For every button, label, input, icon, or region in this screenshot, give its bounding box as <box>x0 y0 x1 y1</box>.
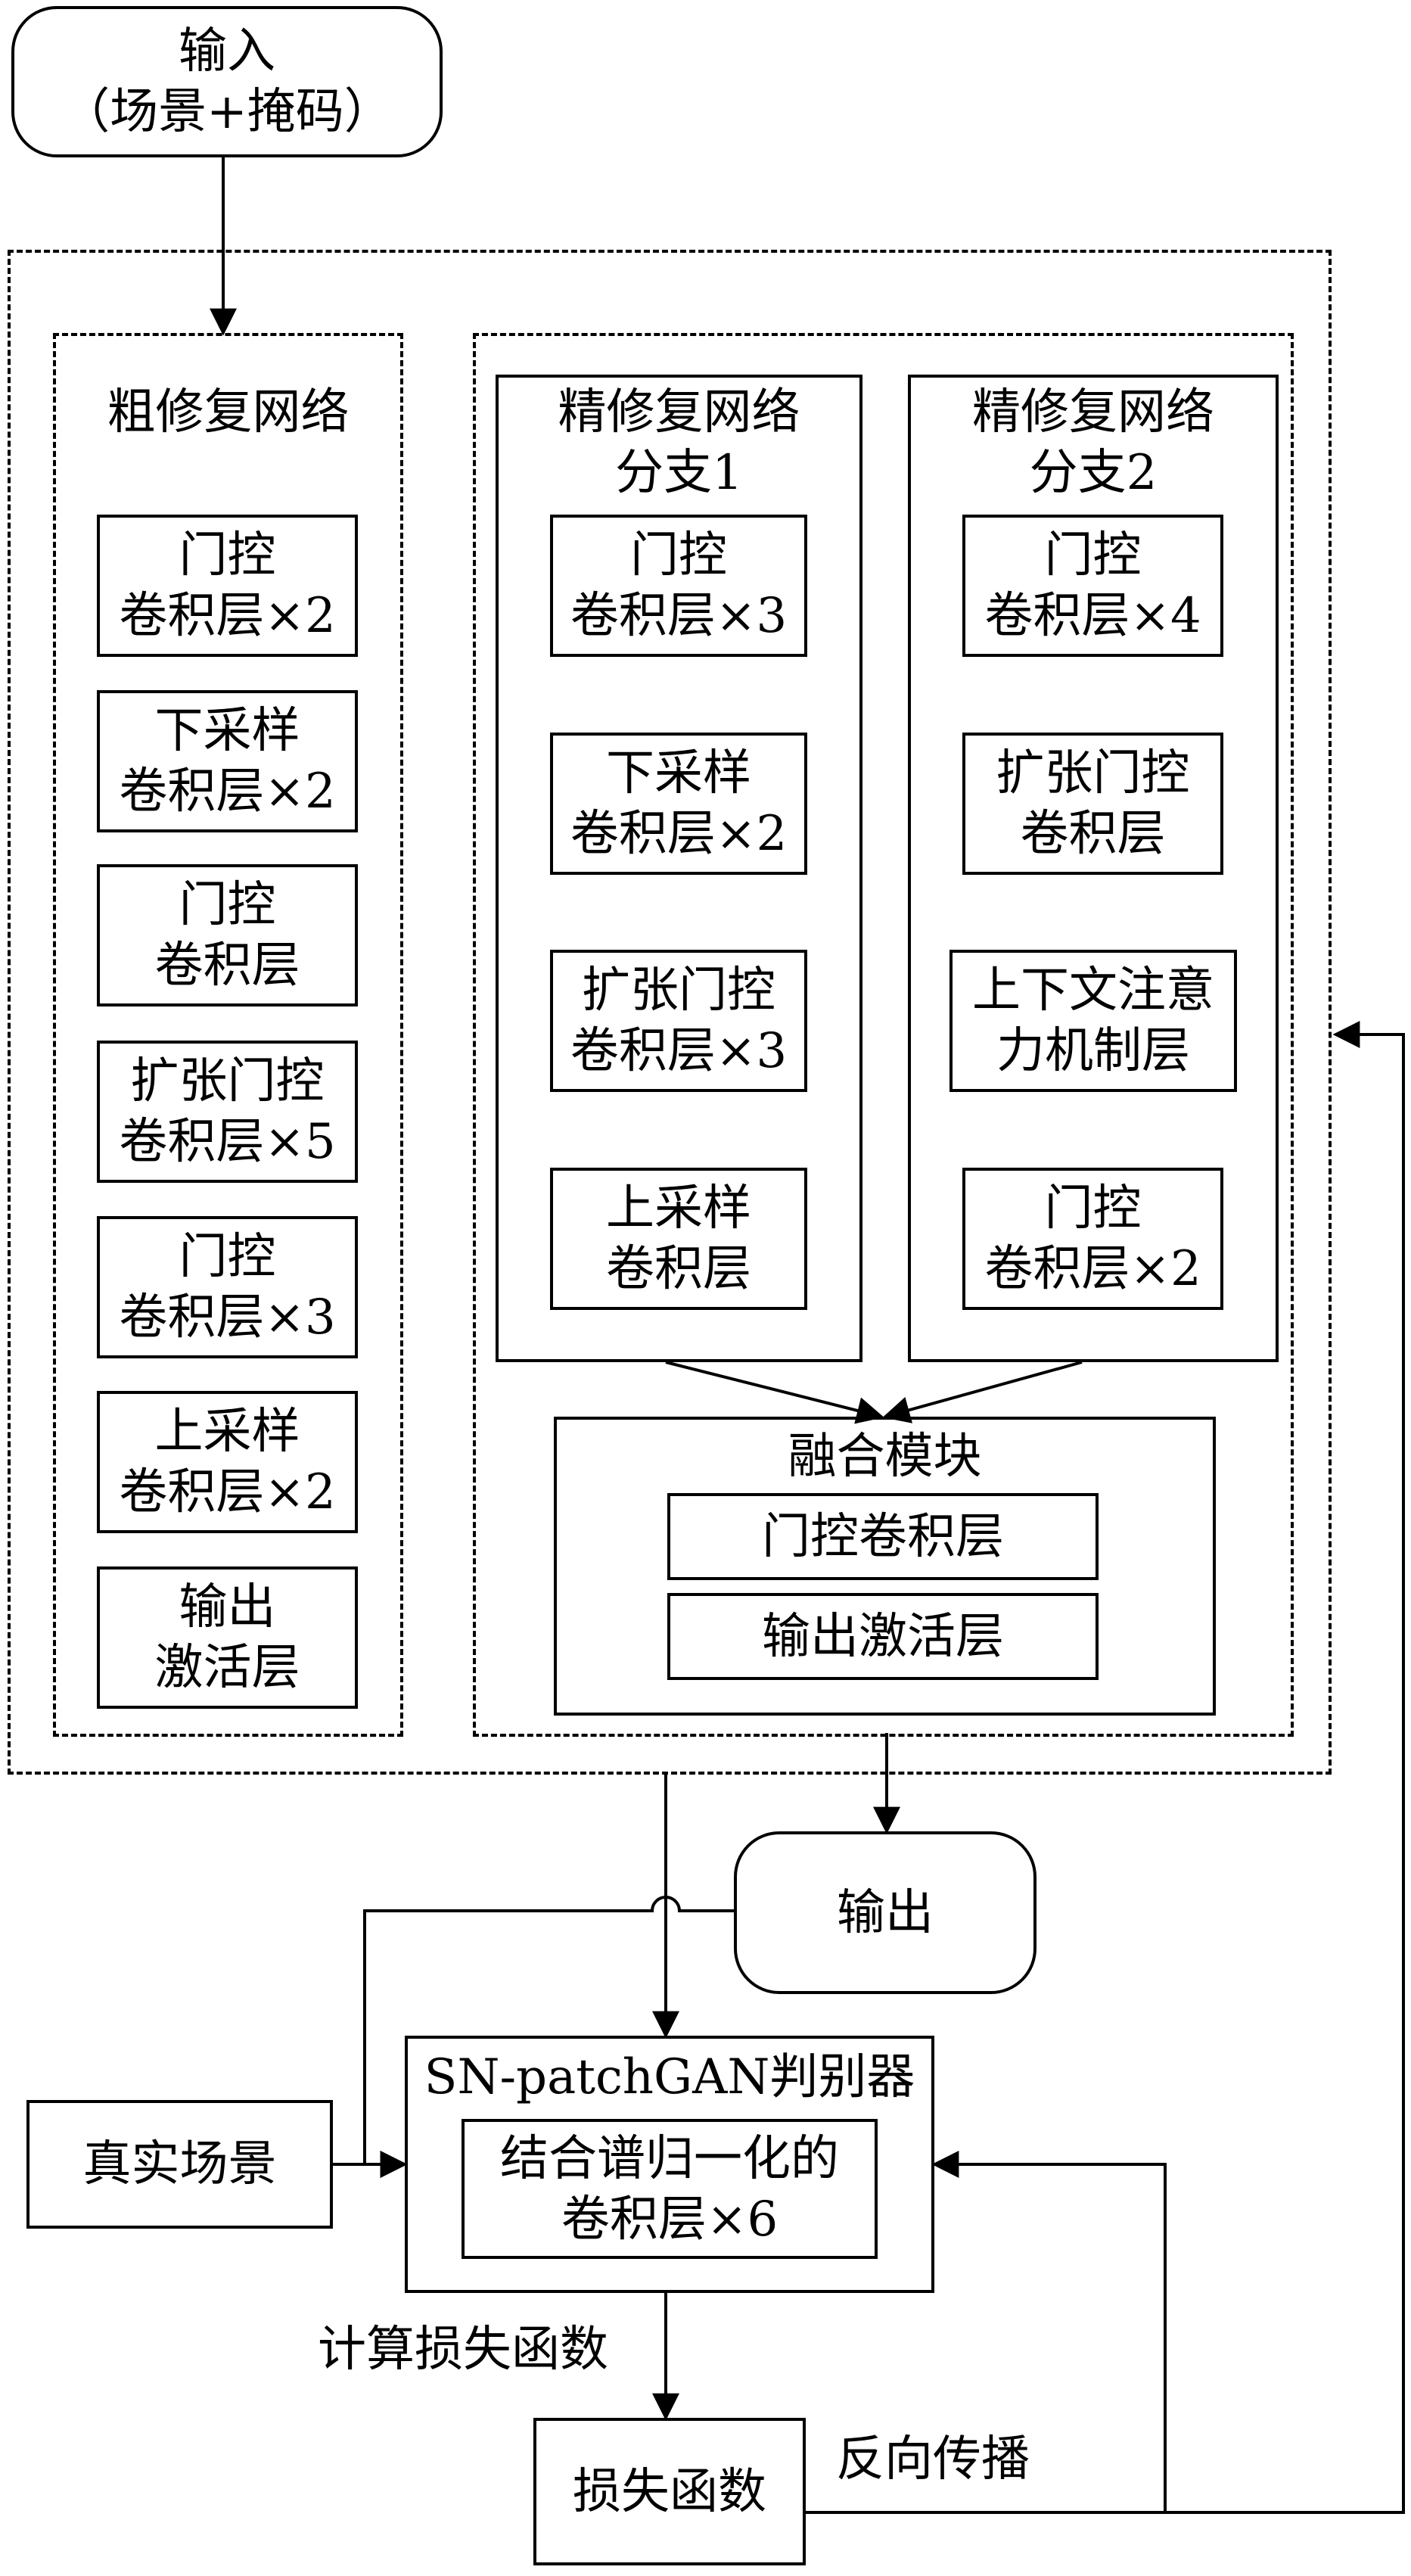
loss-function-box: 损失函数 <box>533 2418 806 2565</box>
output-box: 输出 <box>734 1831 1036 1994</box>
branch2-group <box>908 375 1279 1362</box>
coarse-network-title: 粗修复网络 <box>107 384 350 440</box>
arrow-output-to-discriminator <box>363 1896 734 2178</box>
branch1-layer: 扩张门控 卷积层×3 <box>550 950 807 1092</box>
fusion-module-group <box>554 1417 1216 1716</box>
generator-group <box>8 250 1332 1775</box>
backprop-label: 反向传播 <box>836 2431 1030 2487</box>
coarse-layer: 输出 激活层 <box>97 1566 358 1709</box>
coarse-layer: 门控 卷积层 <box>97 864 358 1006</box>
branch1-group <box>496 375 862 1362</box>
coarse-layer: 上采样 卷积层×2 <box>97 1391 358 1533</box>
arrow-backprop-to-generator <box>1165 1021 1405 2514</box>
arrow-branch2-to-fusion <box>882 1361 1083 1423</box>
branch1-layer: 下采样 卷积层×2 <box>550 733 807 875</box>
discriminator-group <box>405 2036 934 2293</box>
branch1-layer: 门控 卷积层×3 <box>550 515 807 657</box>
compute-loss-label: 计算损失函数 <box>318 2322 608 2378</box>
branch1-layer: 上采样 卷积层 <box>550 1168 807 1310</box>
real-scene-box: 真实场景 <box>26 2100 333 2229</box>
branch2-layer: 扩张门控 卷积层 <box>962 733 1223 875</box>
branch2-title: 精修复网络 分支2 <box>972 384 1214 501</box>
fusion-module-title: 融合模块 <box>788 1429 982 1485</box>
coarse-layer: 门控 卷积层×3 <box>97 1216 358 1358</box>
coarse-layer: 门控 卷积层×2 <box>97 515 358 657</box>
arrow-backprop-to-discriminator <box>806 2151 1167 2514</box>
branch2-layer: 上下文注意 力机制层 <box>949 950 1237 1092</box>
coarse-layer: 扩张门控 卷积层×5 <box>97 1041 358 1183</box>
branch2-layer: 门控 卷积层×4 <box>962 515 1223 657</box>
fusion-layer: 输出激活层 <box>667 1593 1099 1680</box>
arrow-branch1-to-fusion <box>665 1361 884 1424</box>
fusion-layer: 门控卷积层 <box>667 1493 1099 1580</box>
coarse-network-group <box>53 333 403 1737</box>
branch2-layer: 门控 卷积层×2 <box>962 1168 1223 1310</box>
input-box: 输入 （场景+掩码） <box>11 6 443 157</box>
refinement-network-group <box>473 333 1294 1737</box>
coarse-layer: 下采样 卷积层×2 <box>97 690 358 832</box>
branch1-title: 精修复网络 分支1 <box>558 384 800 501</box>
discriminator-inner-layer: 结合谱归一化的 卷积层×6 <box>462 2119 878 2259</box>
discriminator-title: SN-patchGAN判别器 <box>424 2049 915 2105</box>
